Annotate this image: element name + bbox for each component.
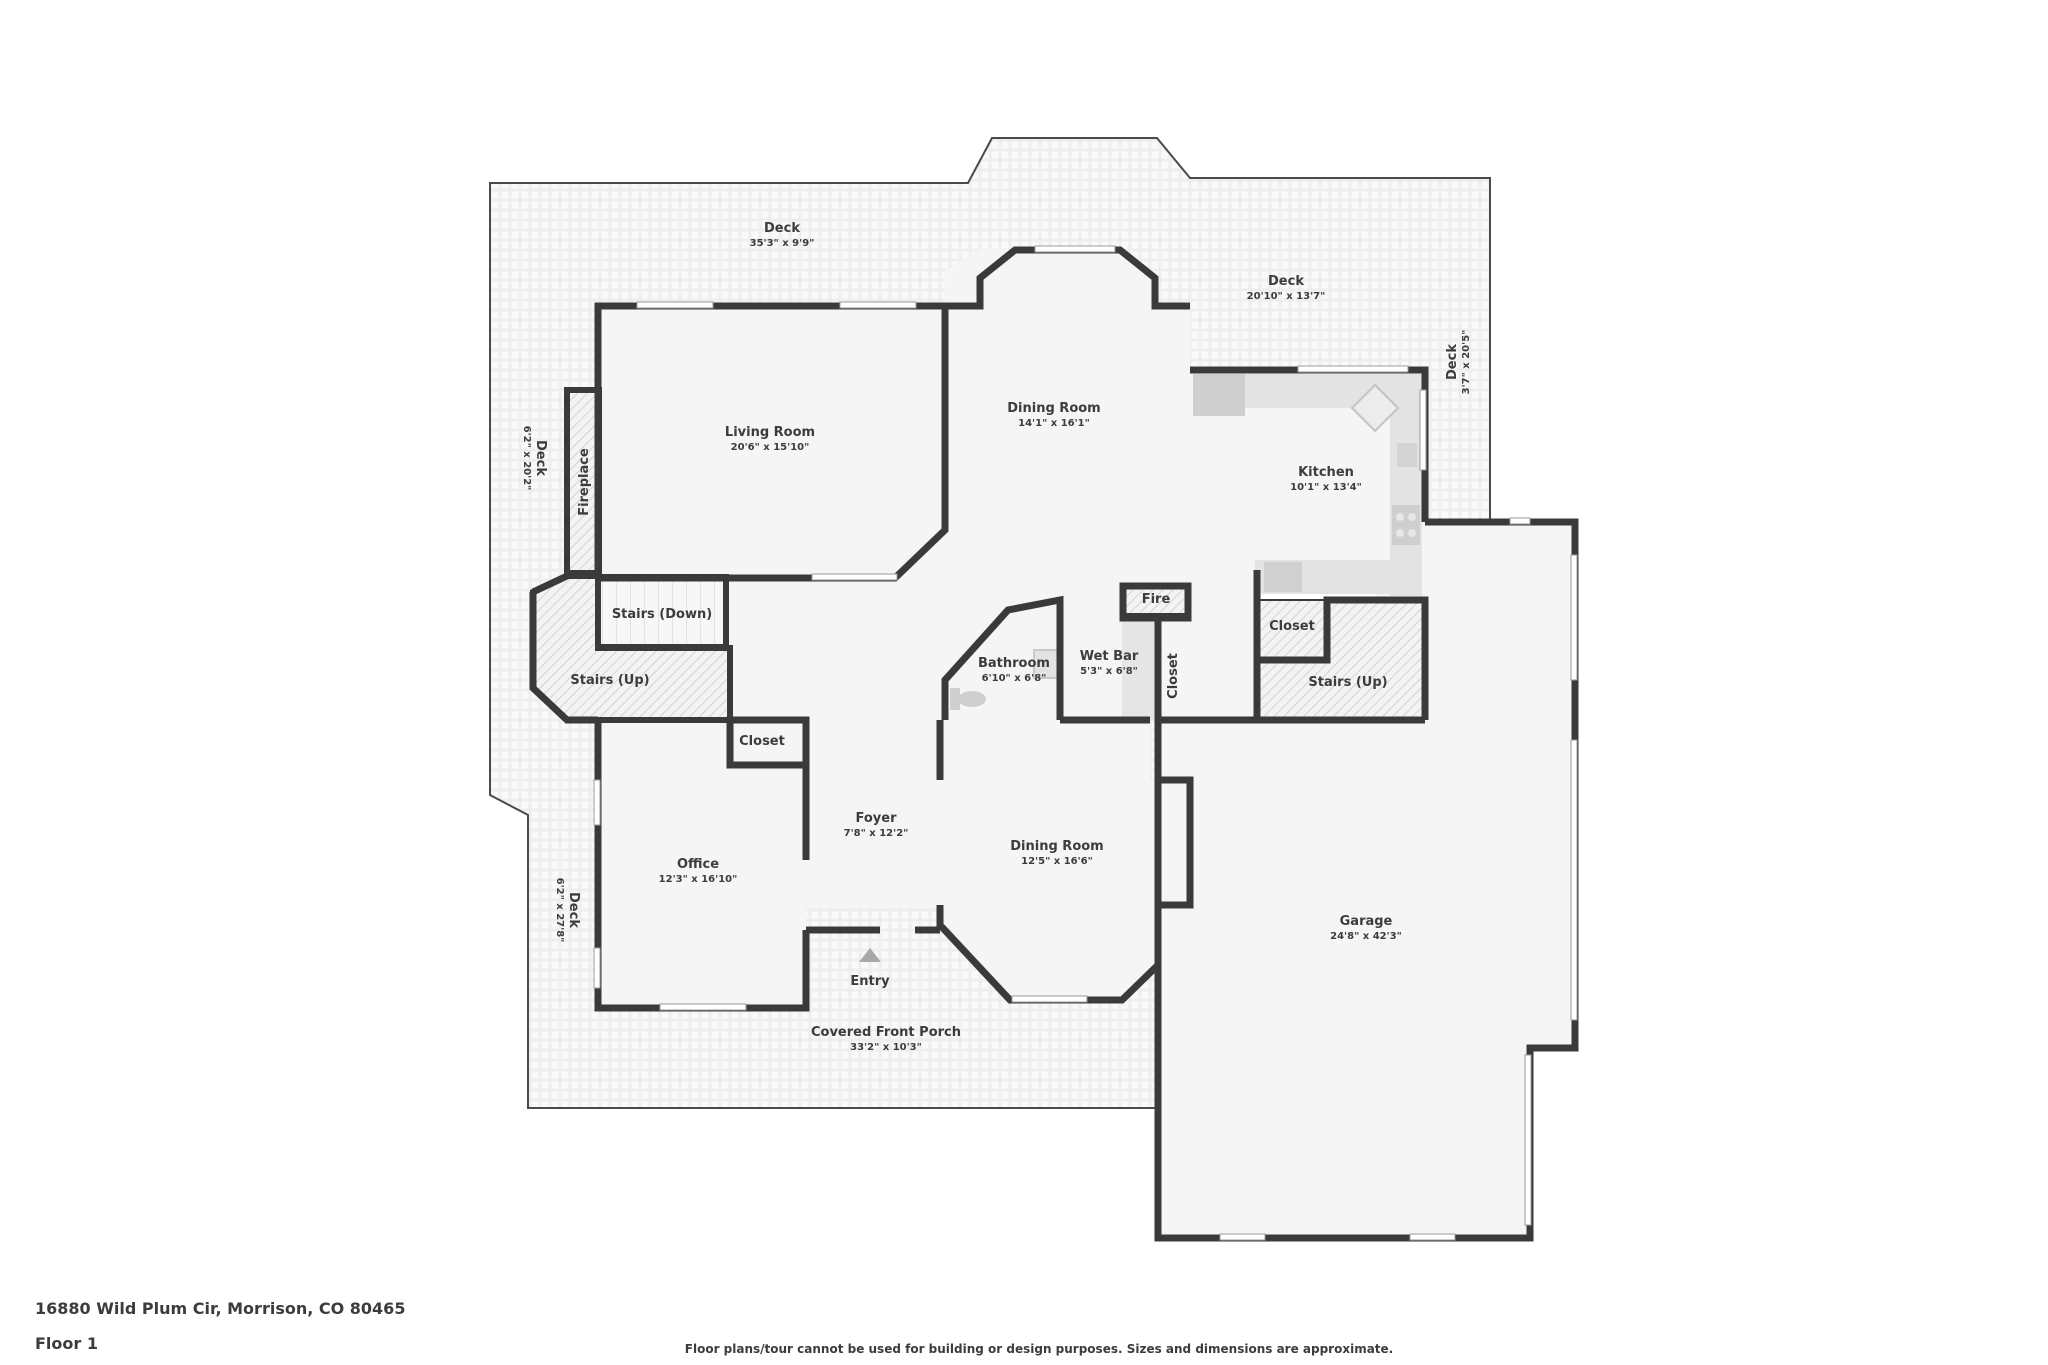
deck-top-name: Deck — [764, 221, 800, 236]
stairs-down-label: Stairs (Down) — [612, 607, 712, 622]
dining-room-lower-dims: 12'5" x 16'6" — [1021, 856, 1093, 867]
dining-room-upper-dims: 14'1" x 16'1" — [1018, 418, 1090, 429]
closet-left-label: Closet — [739, 734, 785, 749]
labels: Deck 35'3" x 9'9" Deck 20'10" x 13'7" De… — [521, 221, 1472, 1053]
foyer-dims: 7'8" x 12'2" — [844, 828, 909, 839]
deck-right-dims: 3'7" x 20'5" — [1461, 330, 1472, 395]
deck-left-lower-dims: 6'2" x 27'8" — [554, 878, 565, 943]
closet-wetbar-label: Closet — [1166, 653, 1181, 699]
interior-floor — [533, 249, 1575, 1235]
entry-label: Entry — [850, 974, 890, 989]
entry-arrow-icon — [859, 948, 881, 962]
kitchen-dims: 10'1" x 13'4" — [1290, 482, 1362, 493]
wet-bar-name: Wet Bar — [1080, 649, 1139, 664]
dining-room-lower-name: Dining Room — [1010, 839, 1103, 854]
wet-bar-dims: 5'3" x 6'8" — [1080, 666, 1138, 677]
garage-name: Garage — [1340, 914, 1393, 929]
office-dims: 12'3" x 16'10" — [659, 874, 738, 885]
closet-kitchen-label: Closet — [1269, 619, 1315, 634]
stairs-up-left-label: Stairs (Up) — [570, 673, 649, 688]
stairs-up-right-label: Stairs (Up) — [1308, 675, 1387, 690]
foyer-name: Foyer — [856, 811, 898, 826]
kitchen-counters — [1193, 374, 1422, 596]
bathroom-dims: 6'10" x 6'8" — [982, 673, 1047, 684]
living-room-name: Living Room — [725, 425, 815, 440]
fire-label: Fire — [1142, 592, 1171, 607]
deck-top-dims: 35'3" x 9'9" — [750, 238, 815, 249]
covered-front-porch-name: Covered Front Porch — [811, 1025, 961, 1040]
deck-left-upper-name: Deck — [533, 440, 548, 476]
bathroom-name: Bathroom — [978, 656, 1050, 671]
bathroom-fixtures — [950, 649, 1061, 710]
deck-top-right-dims: 20'10" x 13'7" — [1247, 291, 1326, 302]
covered-front-porch-dims: 33'2" x 10'3" — [850, 1042, 922, 1053]
property-address: 16880 Wild Plum Cir, Morrison, CO 80465 — [35, 1299, 406, 1318]
living-room-dims: 20'6" x 15'10" — [731, 442, 810, 453]
dining-room-upper-name: Dining Room — [1007, 401, 1100, 416]
office-name: Office — [677, 857, 719, 872]
garage-dims: 24'8" x 42'3" — [1330, 931, 1402, 942]
floor-label: Floor 1 — [35, 1334, 98, 1353]
deck-left-lower-name: Deck — [566, 892, 581, 928]
fireplace-label: Fireplace — [577, 448, 592, 516]
kitchen-name: Kitchen — [1298, 465, 1354, 480]
deck-top-right-name: Deck — [1268, 274, 1304, 289]
deck-right-name: Deck — [1445, 344, 1460, 380]
deck-left-upper-dims: 6'2" x 20'2" — [521, 426, 532, 491]
windows — [593, 245, 1578, 1241]
disclaimer: Floor plans/tour cannot be used for buil… — [684, 1342, 1394, 1356]
